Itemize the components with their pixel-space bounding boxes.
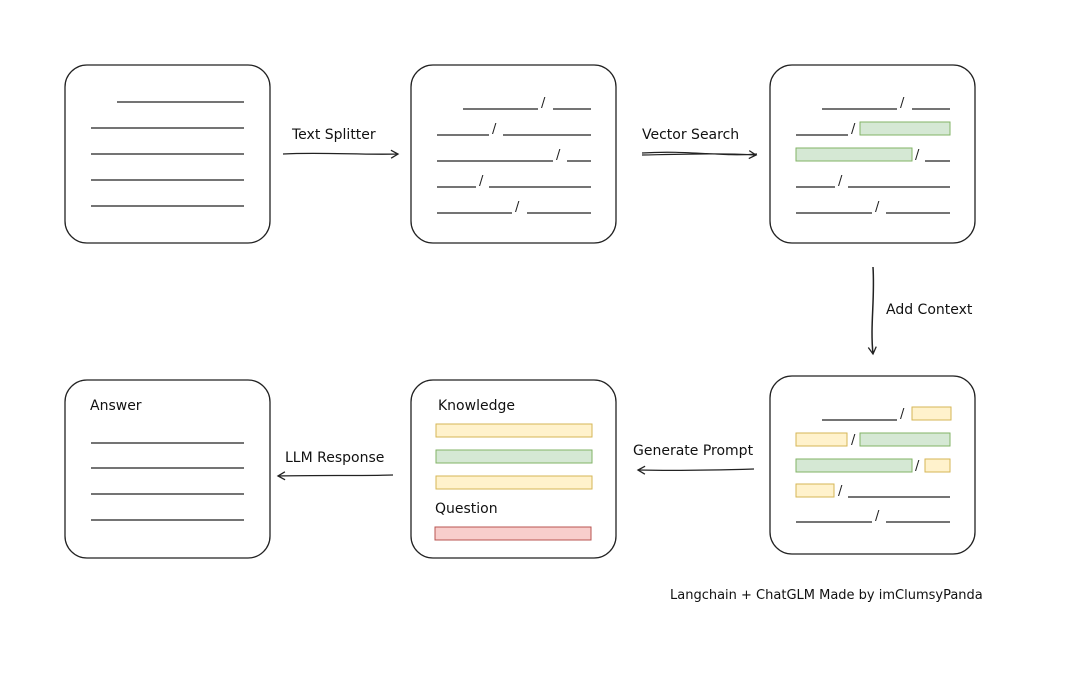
generate-prompt-arrow bbox=[636, 465, 755, 475]
add-context-arrow bbox=[867, 266, 877, 356]
svg-text:/: / bbox=[556, 148, 561, 163]
answer-title: Answer bbox=[90, 398, 142, 414]
match-highlight bbox=[859, 432, 951, 447]
svg-text:/: / bbox=[541, 96, 546, 111]
answer-box bbox=[64, 379, 271, 559]
svg-text:/: / bbox=[900, 407, 905, 422]
credit-text: Langchain + ChatGLM Made by imClumsyPand… bbox=[670, 588, 983, 603]
knowledge-line bbox=[435, 423, 593, 438]
context-highlight bbox=[795, 483, 835, 498]
add-context-label: Add Context bbox=[886, 302, 973, 318]
chunks-box: / / / / / bbox=[410, 64, 617, 244]
svg-text:/: / bbox=[851, 433, 856, 448]
match-highlight bbox=[859, 121, 951, 136]
text-splitter-arrow bbox=[282, 149, 400, 159]
svg-text:/: / bbox=[875, 509, 880, 524]
search-results-box: / / / / / bbox=[769, 64, 976, 244]
question-line bbox=[434, 526, 592, 541]
svg-text:/: / bbox=[838, 174, 843, 189]
context-highlight bbox=[795, 432, 848, 447]
svg-text:/: / bbox=[851, 122, 856, 137]
context-highlight bbox=[911, 406, 952, 421]
svg-text:/: / bbox=[479, 174, 484, 189]
vector-search-label: Vector Search bbox=[642, 127, 740, 143]
context-highlight bbox=[924, 458, 951, 473]
svg-text:/: / bbox=[900, 96, 905, 111]
knowledge-line bbox=[435, 449, 593, 464]
document-box bbox=[64, 64, 271, 244]
text-splitter-label: Text Splitter bbox=[292, 127, 376, 143]
svg-text:/: / bbox=[915, 459, 920, 474]
svg-text:/: / bbox=[838, 484, 843, 499]
llm-response-arrow bbox=[276, 471, 394, 481]
generate-prompt-label: Generate Prompt bbox=[633, 443, 754, 459]
match-highlight bbox=[795, 147, 913, 162]
question-title: Question bbox=[435, 501, 498, 517]
knowledge-title: Knowledge bbox=[438, 398, 515, 414]
svg-text:/: / bbox=[492, 122, 497, 137]
svg-text:/: / bbox=[915, 148, 920, 163]
svg-text:/: / bbox=[515, 200, 520, 215]
llm-response-label: LLM Response bbox=[285, 450, 385, 466]
prompt-box bbox=[410, 379, 617, 559]
context-box: / / / / / bbox=[769, 375, 976, 555]
vector-search-arrow bbox=[641, 152, 757, 155]
knowledge-line bbox=[435, 475, 593, 490]
svg-text:/: / bbox=[875, 200, 880, 215]
match-highlight bbox=[795, 458, 913, 473]
